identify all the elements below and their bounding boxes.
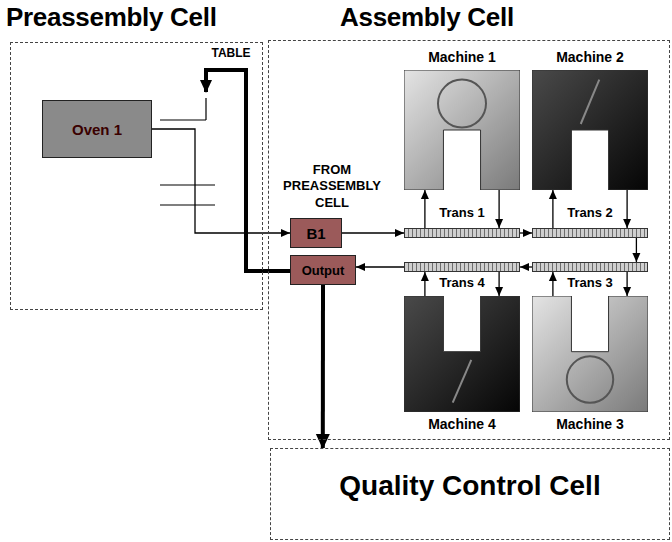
station-label: Oven 1 bbox=[72, 121, 122, 138]
station-box: B1 bbox=[290, 218, 342, 248]
machine: Machine 1 bbox=[404, 70, 520, 190]
flow-arrow bbox=[626, 272, 627, 296]
station-box: Output bbox=[290, 255, 356, 285]
cell-heading: Assembly Cell bbox=[340, 2, 514, 33]
region-border bbox=[10, 42, 263, 310]
station-label: Output bbox=[302, 263, 345, 278]
cell-region: Assembly CellB1OutputMachine 1Machine 2M… bbox=[268, 40, 670, 440]
conveyor-label: Trans 4 bbox=[405, 275, 519, 290]
flow-arrow bbox=[552, 190, 553, 228]
flow-arrow bbox=[424, 272, 425, 296]
conveyor: Trans 1 bbox=[404, 228, 520, 238]
conveyor: Trans 3 bbox=[532, 262, 648, 272]
conveyor: Trans 2 bbox=[532, 228, 648, 238]
conveyor: Trans 4 bbox=[404, 262, 520, 272]
flow-arrow bbox=[152, 129, 290, 233]
source-note: FROM PREASSEMBLY CELL bbox=[270, 162, 394, 211]
table-line bbox=[160, 185, 215, 205]
conveyor-label: Trans 3 bbox=[533, 275, 647, 290]
machine-shape bbox=[532, 70, 648, 190]
station-box: Oven 1 bbox=[42, 100, 152, 158]
flow-arrow bbox=[520, 266, 532, 267]
machine: Machine 3 bbox=[532, 296, 648, 412]
table-loop bbox=[206, 70, 290, 271]
flow-arrow bbox=[498, 272, 499, 296]
flow-arrow bbox=[520, 232, 532, 233]
machine: Machine 4 bbox=[404, 296, 520, 412]
cell-region: Preassembly CellOven 1 bbox=[10, 42, 263, 310]
station-label: B1 bbox=[306, 225, 325, 242]
machine-shape bbox=[404, 70, 520, 190]
table-label: TABLE bbox=[206, 46, 256, 61]
flow-arrow bbox=[356, 266, 404, 267]
machine-label: Machine 3 bbox=[522, 416, 658, 432]
flow-arrow bbox=[552, 272, 553, 296]
machine: Machine 2 bbox=[532, 70, 648, 190]
conveyor-label: Trans 1 bbox=[405, 205, 519, 220]
flow-arrow bbox=[321, 285, 325, 448]
flow-arrow bbox=[498, 190, 499, 228]
cell-heading: Preassembly Cell bbox=[6, 2, 217, 33]
cell-heading: Quality Control Cell bbox=[270, 470, 670, 502]
conveyor-label: Trans 2 bbox=[533, 205, 647, 220]
flow-arrow bbox=[424, 190, 425, 228]
cell-region: Quality Control Cell bbox=[270, 448, 670, 540]
machine-shape bbox=[532, 296, 648, 412]
flow-arrow bbox=[626, 190, 627, 228]
flow-arrow bbox=[636, 238, 637, 262]
machine-label: Machine 2 bbox=[522, 49, 658, 65]
machine-label: Machine 1 bbox=[394, 49, 530, 65]
table-line bbox=[160, 98, 206, 120]
machine-shape bbox=[404, 296, 520, 412]
flow-arrow bbox=[342, 232, 404, 233]
machine-label: Machine 4 bbox=[394, 416, 530, 432]
